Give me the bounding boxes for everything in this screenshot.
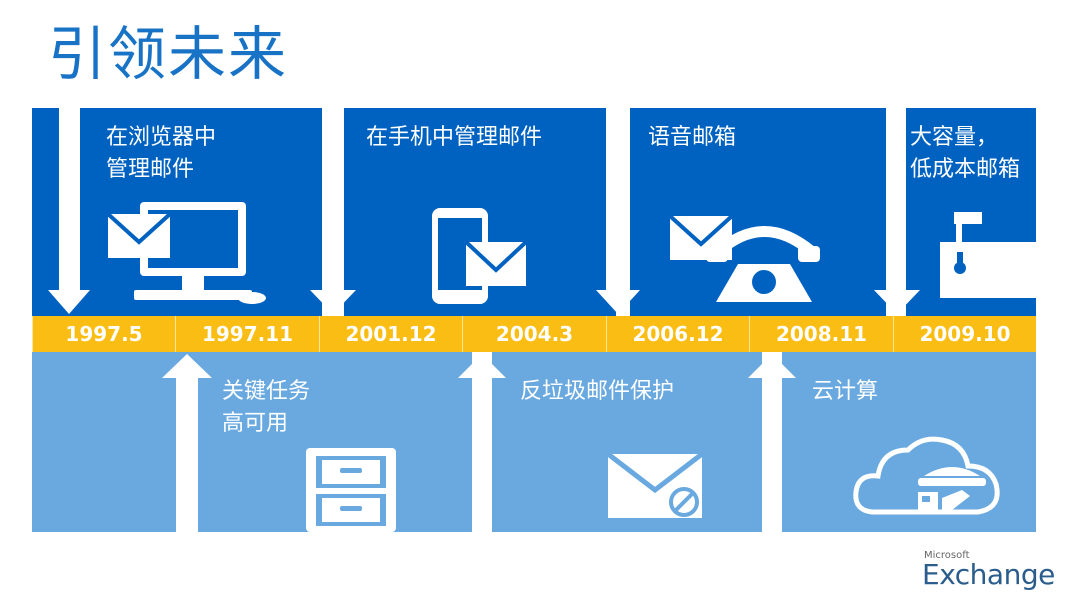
timeline-date: 2009.10 bbox=[893, 316, 1036, 352]
feature-label: 大容量，低成本邮箱 bbox=[910, 125, 1021, 182]
page-title: 引领未来 bbox=[48, 20, 289, 88]
timeline-date: 2008.11 bbox=[749, 316, 893, 352]
filing-cabinet-icon bbox=[306, 448, 396, 532]
timeline-date: 2001.12 bbox=[319, 316, 462, 352]
computer-mail-icon bbox=[106, 202, 266, 304]
timeline-date: 1997.5 bbox=[32, 316, 175, 352]
spam-blocked-mail-icon bbox=[606, 452, 704, 518]
timeline-date: 2004.3 bbox=[462, 316, 606, 352]
timeline-date: 1997.11 bbox=[175, 316, 319, 352]
up-arrow bbox=[458, 354, 506, 532]
down-arrow bbox=[874, 108, 920, 314]
cloud-computing-icon bbox=[853, 436, 1000, 515]
timeline-date: 2006.12 bbox=[606, 316, 749, 352]
down-arrow bbox=[310, 108, 356, 314]
voicemail-phone-icon bbox=[668, 214, 820, 302]
feature-label: 关键任务高可用 bbox=[222, 379, 311, 436]
feature-label: 语音邮箱 bbox=[648, 125, 737, 150]
logo-vendor: Microsoft bbox=[924, 550, 970, 561]
mailbox-icon-wrap bbox=[930, 206, 1036, 302]
mailbox-icon bbox=[940, 212, 1036, 298]
down-arrow bbox=[48, 108, 90, 314]
up-arrow bbox=[162, 354, 212, 532]
feature-label: 云计算 bbox=[812, 379, 879, 404]
feature-label: 在浏览器中管理邮件 bbox=[106, 125, 217, 182]
timeline-date-bar: 1997.5 1997.11 2001.12 2004.3 2006.12 20… bbox=[32, 316, 1036, 352]
logo-product: Exchange bbox=[922, 558, 1055, 591]
up-arrow bbox=[748, 354, 796, 532]
feature-label: 反垃圾邮件保护 bbox=[520, 379, 675, 404]
feature-label: 在手机中管理邮件 bbox=[366, 125, 543, 150]
feature-block-high-availability bbox=[32, 352, 472, 532]
down-arrow bbox=[596, 108, 640, 314]
mobile-mail-icon bbox=[432, 208, 528, 304]
